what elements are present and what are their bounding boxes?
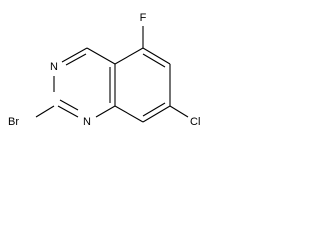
chlorine-label: Cl: [190, 116, 200, 128]
bond-c5-c6-inner: [142, 53, 166, 68]
bond-c2-n1-inner: [59, 99, 79, 111]
bond-c7-c8: [142, 105, 171, 123]
quinazoline-structure: F N N Br Cl: [8, 12, 200, 128]
bond-c2-br: [35, 105, 55, 118]
bond-c7-cl: [169, 105, 189, 118]
nitrogen-1-label: N: [83, 116, 91, 128]
bond-c2-n1: [57, 105, 79, 118]
bond-c4-n3: [61, 47, 88, 63]
bond-c4a-c5: [114, 47, 144, 65]
bond-n1-c8a: [95, 105, 116, 118]
bond-c7-c8-inner: [142, 102, 166, 117]
fluorine-label: F: [140, 12, 147, 24]
bromine-label: Br: [8, 116, 19, 128]
bond-c4a-c4: [86, 47, 116, 65]
bond-c5-c6: [142, 47, 171, 65]
nitrogen-3-label: N: [50, 61, 58, 73]
bond-c4-n3-inner: [65, 53, 87, 66]
bond-c8-c8a: [114, 105, 144, 123]
